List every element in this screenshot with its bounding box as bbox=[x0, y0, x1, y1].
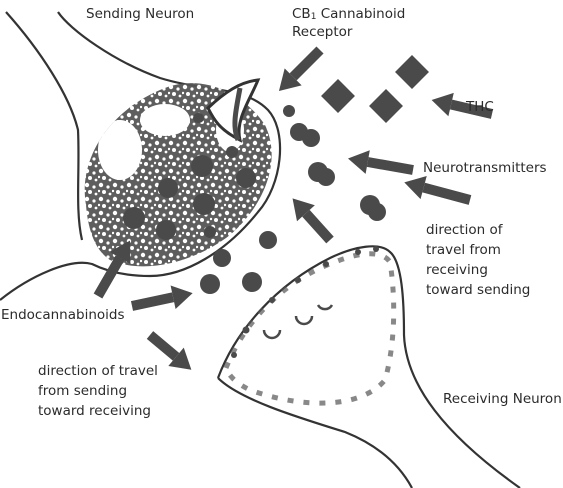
receiving-neuron bbox=[216, 245, 521, 488]
receptor-label: Receptor bbox=[292, 24, 353, 40]
thc-molecules bbox=[321, 55, 429, 123]
cb1-subscript: 1 bbox=[310, 12, 317, 22]
arrow-direction-right bbox=[404, 175, 472, 205]
arrows bbox=[93, 46, 494, 370]
cb1-receptor-label: CB1 Cannabinoid bbox=[292, 5, 405, 26]
arrow-thc bbox=[431, 92, 494, 119]
arrow-neurotransmitters bbox=[348, 150, 414, 175]
sending-neuron bbox=[0, 11, 282, 301]
thc-label: THC bbox=[466, 99, 494, 115]
arrow-endocannabinoids-up bbox=[93, 240, 131, 299]
cleft-particles bbox=[194, 105, 386, 294]
direction-receiving-to-sending-line-1: direction of bbox=[426, 222, 503, 238]
direction-sending-to-receiving-line-2: from sending bbox=[38, 383, 128, 399]
arrow-endocannabinoids-right bbox=[130, 285, 193, 311]
sending-neuron-label: Sending Neuron bbox=[86, 6, 195, 22]
cb1-rest: Cannabinoid bbox=[316, 6, 406, 22]
direction-sending-to-receiving-line-1: direction of travel bbox=[38, 363, 158, 379]
direction-receiving-to-sending-line-2: travel from bbox=[426, 242, 501, 258]
arrow-direction-down bbox=[146, 331, 192, 370]
direction-receiving-to-sending-line-4: toward sending bbox=[426, 282, 531, 298]
arrow-up-to-sending bbox=[292, 198, 334, 244]
arrow-cb1-receptor bbox=[278, 46, 324, 92]
endocannabinoids-label: Endocannabinoids bbox=[1, 307, 125, 323]
direction-sending-to-receiving-line-3: toward receiving bbox=[38, 403, 151, 419]
cb1-prefix: CB bbox=[292, 6, 311, 22]
neurotransmitters-label: Neurotransmitters bbox=[423, 160, 547, 176]
direction-receiving-to-sending-line-3: receiving bbox=[426, 262, 488, 278]
receiving-neuron-label: Receiving Neuron bbox=[443, 391, 562, 407]
